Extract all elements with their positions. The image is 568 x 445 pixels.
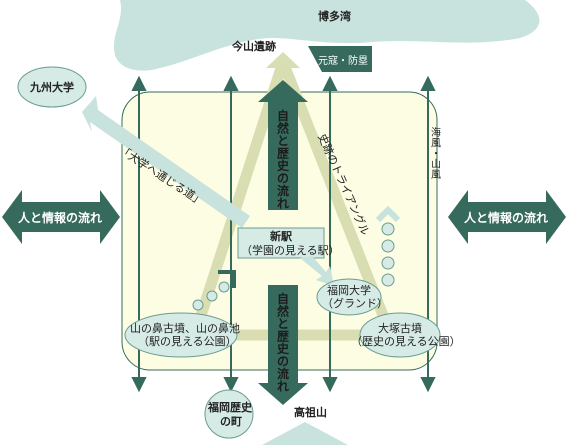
vertical-char: 自 [277,291,289,306]
people-info-label-right: 人と情報の流れ [464,210,548,225]
vertical-char: 海 [431,126,441,139]
people-info-arrow-right [448,190,566,244]
fukuoka-town-bubble [204,389,254,439]
vertical-char: ・ [431,149,441,160]
yamanohana-bubble [124,312,238,358]
kyushu-univ-label: 九州大学 [29,80,74,94]
people-info-label-left: 人と情報の流れ [18,210,102,225]
vertical-char: と [277,134,289,148]
fukuoka-town-label-2: の町 [220,415,242,428]
dotted-path-right-arrow [375,205,401,223]
otsuka-label-2: （歴史の見える公園） [351,335,461,348]
fukuoka-univ-label-2: （グランド） [322,296,388,310]
vertical-char: 流 [277,183,289,198]
vertical-char: 山 [431,159,441,171]
dotted-path-left-arrow [218,270,236,288]
takaso-mountain [262,422,348,445]
otsuka-bubble [359,312,441,358]
kyushu-univ-bubble [17,66,87,108]
hakata-bay-shape [113,0,540,71]
nature-history-arrow-bottom [258,285,308,405]
new-station-box [237,227,325,259]
people-info-arrow-left [2,190,120,244]
vertical-char: 流 [277,366,289,381]
vertical-char: 史 [277,158,290,173]
vertical-char: 然 [277,121,289,136]
genko-bourui-box [308,46,372,72]
genko-bourui-label: 元寇・防塁 [318,54,368,67]
vertical-char: 史 [277,341,290,356]
kaifu-sanpu-label: 海風・山風 [431,126,441,181]
fukuoka-univ-label-1: 福岡大学 [327,283,371,297]
univ-road-arrow [82,96,250,228]
fukuoka-univ-bubble [316,278,382,316]
imayama-label: 今山遺跡 [231,39,276,53]
vertical-char: れ [277,380,289,394]
hakata-bay-label: 博多湾 [318,9,351,23]
nature-history-arrow-top [258,80,308,210]
dotted-path-left [192,281,230,311]
vertical-char: 歴 [277,330,289,344]
vertical-char: の [277,355,289,369]
vertical-char: 自 [277,108,289,123]
station-to-univ-arrow [300,256,334,286]
vertical-char: 然 [277,304,289,319]
vertical-char: と [277,317,289,331]
new-station-label-1: 新駅 [270,229,292,243]
vertical-char: 風 [431,138,441,150]
dotted-path-right [381,222,395,287]
vertical-char: 歴 [277,147,289,161]
triangle-apex-arrow [266,52,300,68]
takaso-label: 高祖山 [294,405,327,419]
vertical-char: れ [277,197,289,211]
vertical-char: 風 [431,169,441,181]
yamanohana-label-2: （駅の見える公園） [138,335,237,348]
fukuoka-town-label-1: 福岡歴史 [207,400,253,414]
yamanohana-label-1: 山の鼻古墳、山の鼻池 [130,321,240,335]
otsuka-label-1: 大塚古墳 [378,321,422,335]
vertical-char: の [277,172,289,186]
new-station-label-2: （学園の見える駅） [241,243,340,257]
